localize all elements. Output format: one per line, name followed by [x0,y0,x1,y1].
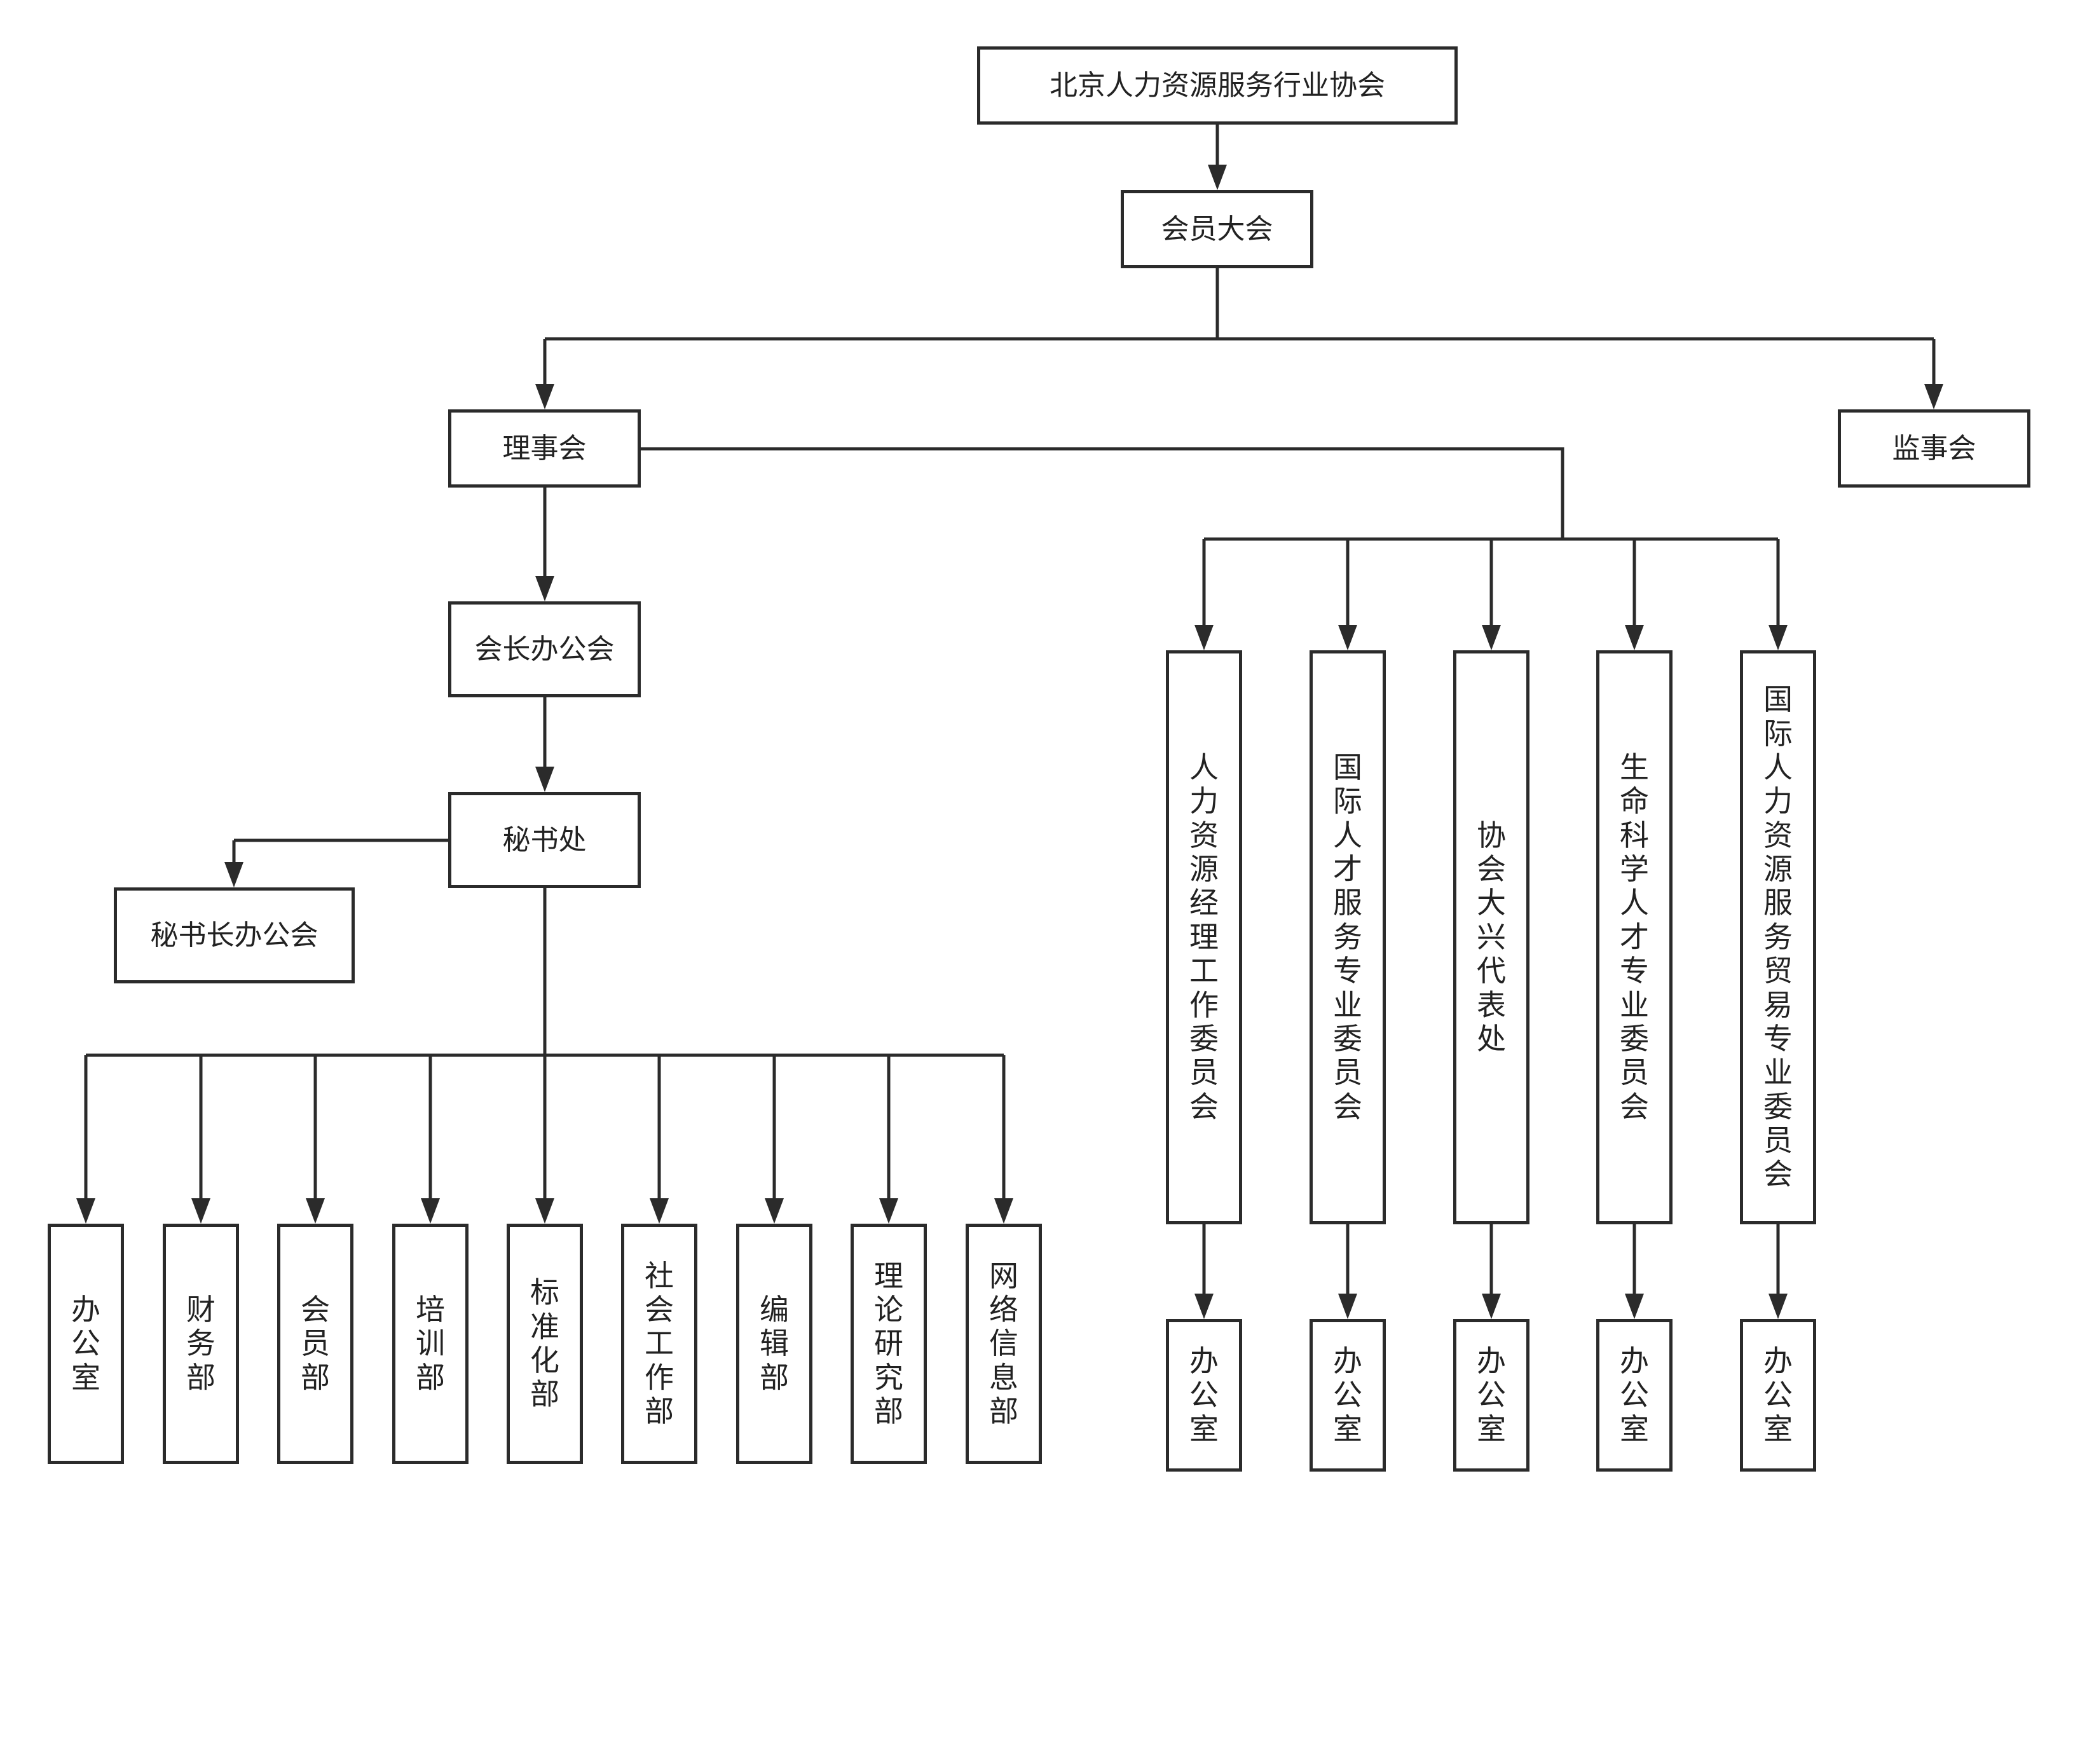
council-node: 理事会 [448,409,641,488]
committee-office-node-label: 办公室 [1477,1343,1506,1446]
committee-node: 协会大兴代表处 [1453,650,1529,1224]
root-node: 北京人力资源服务行业协会 [977,46,1458,125]
department-node: 网络信息部 [966,1224,1042,1464]
committee-office-node: 办公室 [1453,1319,1529,1472]
committee-node: 国际人才服务专业委员会 [1310,650,1386,1224]
committee-node: 国际人力资源服务贸易专业委员会 [1740,650,1816,1224]
secretary-general-office-node: 秘书长办公会 [114,887,355,983]
department-node: 标准化部 [507,1224,583,1464]
department-node-label: 理论研究部 [874,1258,903,1429]
department-node-label: 标准化部 [530,1275,559,1412]
committee-node: 人力资源经理工作委员会 [1166,650,1242,1224]
committee-office-node-label: 办公室 [1189,1343,1219,1446]
committee-node-label: 国际人才服务专业委员会 [1333,750,1362,1124]
department-node-label: 编辑部 [760,1292,789,1395]
department-node: 社会工作部 [621,1224,697,1464]
committee-node: 生命科学人才专业委员会 [1596,650,1673,1224]
committee-node-label: 人力资源经理工作委员会 [1189,750,1219,1124]
department-node-label: 培训部 [416,1292,445,1395]
committee-office-node: 办公室 [1596,1319,1673,1472]
department-node: 财务部 [163,1224,239,1464]
department-node-label: 财务部 [186,1292,216,1395]
department-node: 编辑部 [736,1224,812,1464]
committee-node-label: 协会大兴代表处 [1477,817,1506,1056]
assembly-node: 会员大会 [1121,190,1313,268]
department-node-label: 网络信息部 [989,1258,1018,1429]
president-office-node: 会长办公会 [448,601,641,697]
committee-office-node: 办公室 [1310,1319,1386,1472]
department-node: 培训部 [392,1224,469,1464]
department-node: 办公室 [48,1224,124,1464]
department-node-label: 会员部 [301,1292,330,1395]
secretariat-node: 秘书处 [448,792,641,888]
committee-node-label: 生命科学人才专业委员会 [1620,750,1649,1124]
committee-office-node: 办公室 [1740,1319,1816,1472]
supervisors-node: 监事会 [1838,409,2030,488]
committee-office-node: 办公室 [1166,1319,1242,1472]
committee-office-node-label: 办公室 [1620,1343,1649,1446]
department-node-label: 社会工作部 [645,1258,674,1429]
department-node-label: 办公室 [71,1292,100,1395]
committee-node-label: 国际人力资源服务贸易专业委员会 [1763,682,1793,1192]
department-node: 会员部 [277,1224,353,1464]
committee-office-node-label: 办公室 [1763,1343,1793,1446]
department-node: 理论研究部 [851,1224,927,1464]
committee-office-node-label: 办公室 [1333,1343,1362,1446]
